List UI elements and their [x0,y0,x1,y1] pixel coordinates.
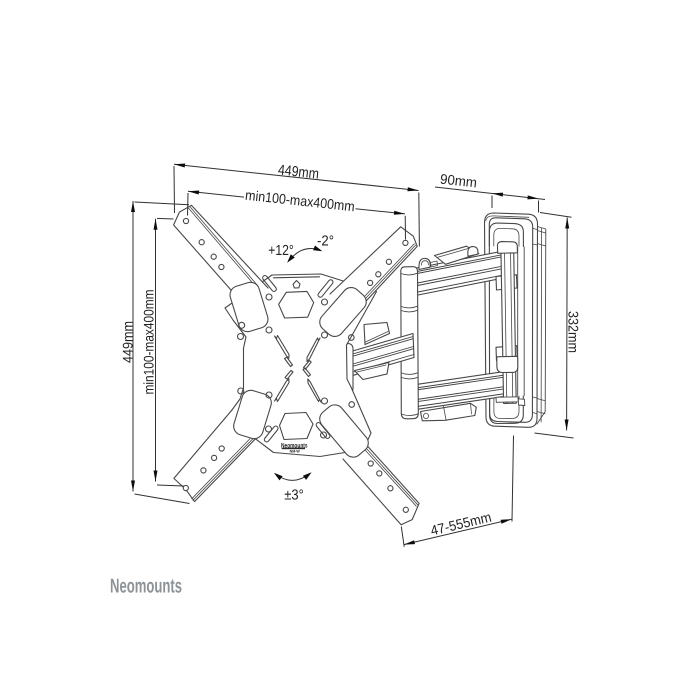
svg-text:min100-max400mm: min100-max400mm [244,187,355,215]
svg-text:449mm: 449mm [120,321,136,363]
svg-text:449mm: 449mm [277,162,319,182]
svg-text:+12°: +12° [268,243,294,259]
svg-text:47-555mm: 47-555mm [429,509,493,539]
svg-text:Neomounts: Neomounts [110,576,182,598]
svg-text:90mm: 90mm [439,171,478,191]
svg-text:-2°: -2° [317,234,334,250]
svg-text:min100-max400mm: min100-max400mm [141,290,157,395]
svg-text:332mm: 332mm [566,311,582,353]
svg-text:Neomounts: Neomounts [281,443,308,450]
svg-text:±3°: ±3° [284,488,304,504]
svg-text:NM-W: NM-W [290,450,301,454]
